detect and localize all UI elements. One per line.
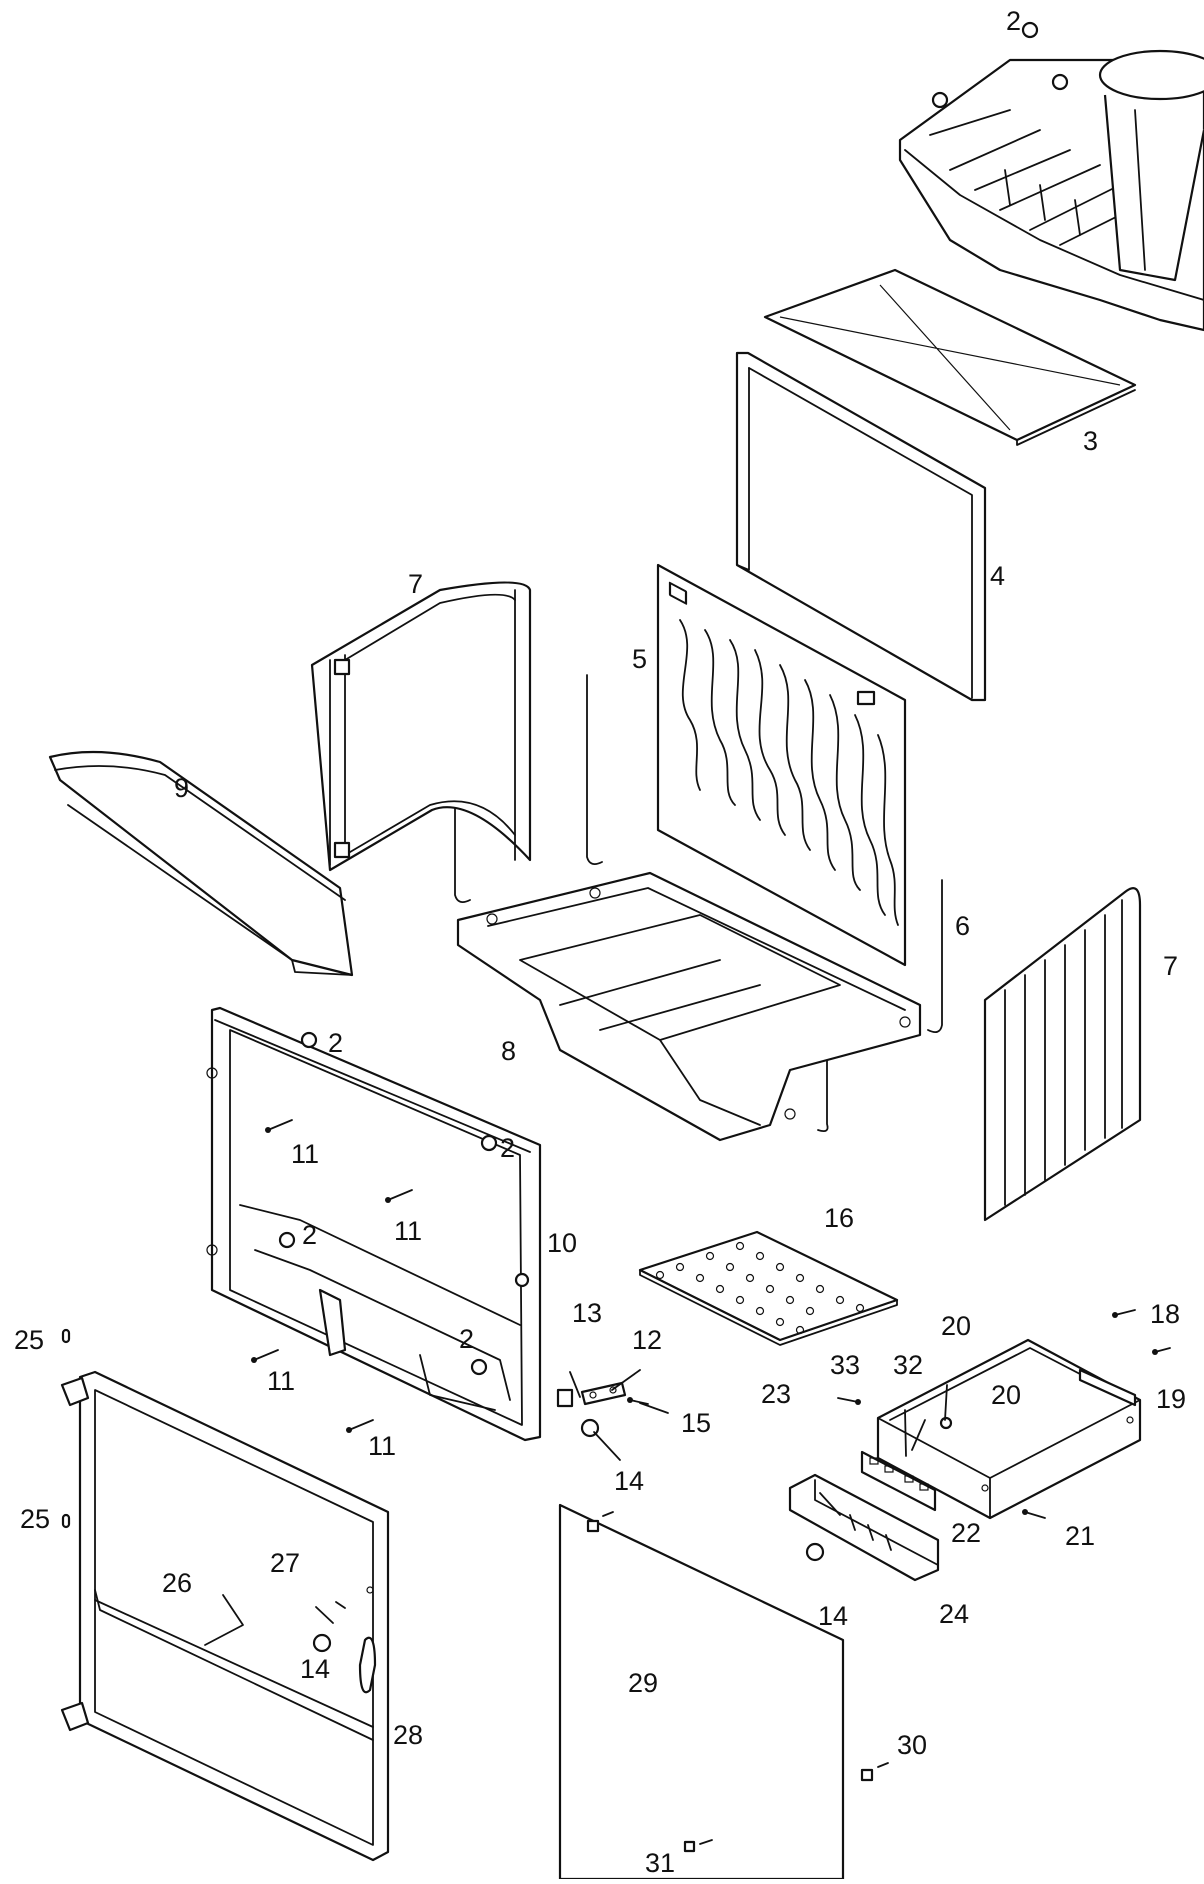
label-7: 7 [408, 569, 423, 599]
label-21: 21 [1065, 1521, 1095, 1551]
label-11: 11 [267, 1366, 295, 1396]
label-29: 29 [628, 1668, 658, 1698]
label-26: 26 [162, 1568, 192, 1598]
front-frame [206, 1006, 542, 1442]
label-25: 25 [20, 1504, 50, 1534]
pin-icon [61, 1328, 71, 1344]
bolt-icon [556, 1388, 574, 1408]
nut-icon [931, 91, 949, 109]
label-14: 14 [300, 1654, 330, 1684]
side-rods [454, 674, 943, 1133]
label-13: 13 [572, 1298, 602, 1328]
label-28: 28 [393, 1720, 423, 1750]
clip-icon [683, 1840, 696, 1853]
rear-panel-frame [735, 351, 987, 702]
label-19: 19 [1156, 1384, 1186, 1414]
label-11: 11 [368, 1431, 396, 1461]
label-11: 11 [394, 1216, 422, 1246]
part-number-labels: 2 3 4 5 6 7 7 8 9 10 2 2 2 2 11 11 11 11… [14, 6, 1186, 1878]
label-10: 10 [547, 1228, 577, 1258]
clip-icon [586, 1519, 600, 1533]
right-side-firebrick [983, 887, 1142, 1222]
rear-firebrick-flame-panel [656, 563, 907, 967]
front-cross-piece [48, 750, 354, 977]
label-16: 16 [824, 1203, 854, 1233]
label-5: 5 [632, 644, 647, 674]
nut-icon [278, 1231, 296, 1249]
label-2: 2 [328, 1028, 343, 1058]
door-glass [558, 1503, 889, 1881]
label-22: 22 [951, 1518, 981, 1548]
screw-icon [939, 1416, 953, 1430]
ash-pan-lip [1078, 1368, 1137, 1407]
clip-icon [860, 1768, 874, 1782]
label-12: 12 [632, 1325, 662, 1355]
label-7: 7 [1163, 951, 1178, 981]
label-2: 2 [500, 1133, 515, 1163]
label-24: 24 [939, 1599, 969, 1629]
latch-hardware [556, 1381, 649, 1438]
label-9: 9 [174, 773, 189, 803]
label-2: 2 [459, 1324, 474, 1354]
label-27: 27 [270, 1548, 300, 1578]
label-30: 30 [897, 1730, 927, 1760]
nut-icon [470, 1358, 488, 1376]
knob-icon [805, 1542, 825, 1562]
label-18: 18 [1150, 1299, 1180, 1329]
label-25: 25 [14, 1325, 44, 1355]
nut-icon [480, 1134, 498, 1152]
door-handle-icon [358, 1636, 377, 1694]
label-4: 4 [990, 561, 1005, 591]
label-20: 20 [941, 1311, 971, 1341]
nut-icon [300, 1031, 318, 1049]
pin-icon [61, 1513, 71, 1529]
label-31: 31 [645, 1848, 675, 1878]
label-20: 20 [991, 1380, 1021, 1410]
top-casting-flue-collar [898, 21, 1204, 332]
label-8: 8 [501, 1036, 516, 1066]
label-6: 6 [955, 911, 970, 941]
label-11: 11 [291, 1139, 319, 1169]
left-side-firebrick [310, 581, 532, 872]
label-3: 3 [1083, 426, 1098, 456]
baffle-plate [763, 268, 1137, 446]
label-2: 2 [1006, 6, 1021, 36]
label-32: 32 [893, 1350, 923, 1380]
knob-icon [312, 1633, 332, 1653]
label-14: 14 [614, 1466, 644, 1496]
nut-icon [1051, 73, 1069, 91]
label-15: 15 [681, 1408, 711, 1438]
firebox-base-pan [456, 871, 922, 1142]
nut-icon [1021, 21, 1039, 39]
label-23: 23 [761, 1379, 791, 1409]
screws-11 [251, 1119, 413, 1433]
ash-pan [837, 1309, 1171, 1520]
leader-lines [204, 1369, 948, 1646]
ash-grate [638, 1230, 899, 1346]
label-14: 14 [818, 1601, 848, 1631]
label-33: 33 [830, 1350, 860, 1380]
label-2: 2 [302, 1220, 317, 1250]
door [60, 1328, 390, 1862]
